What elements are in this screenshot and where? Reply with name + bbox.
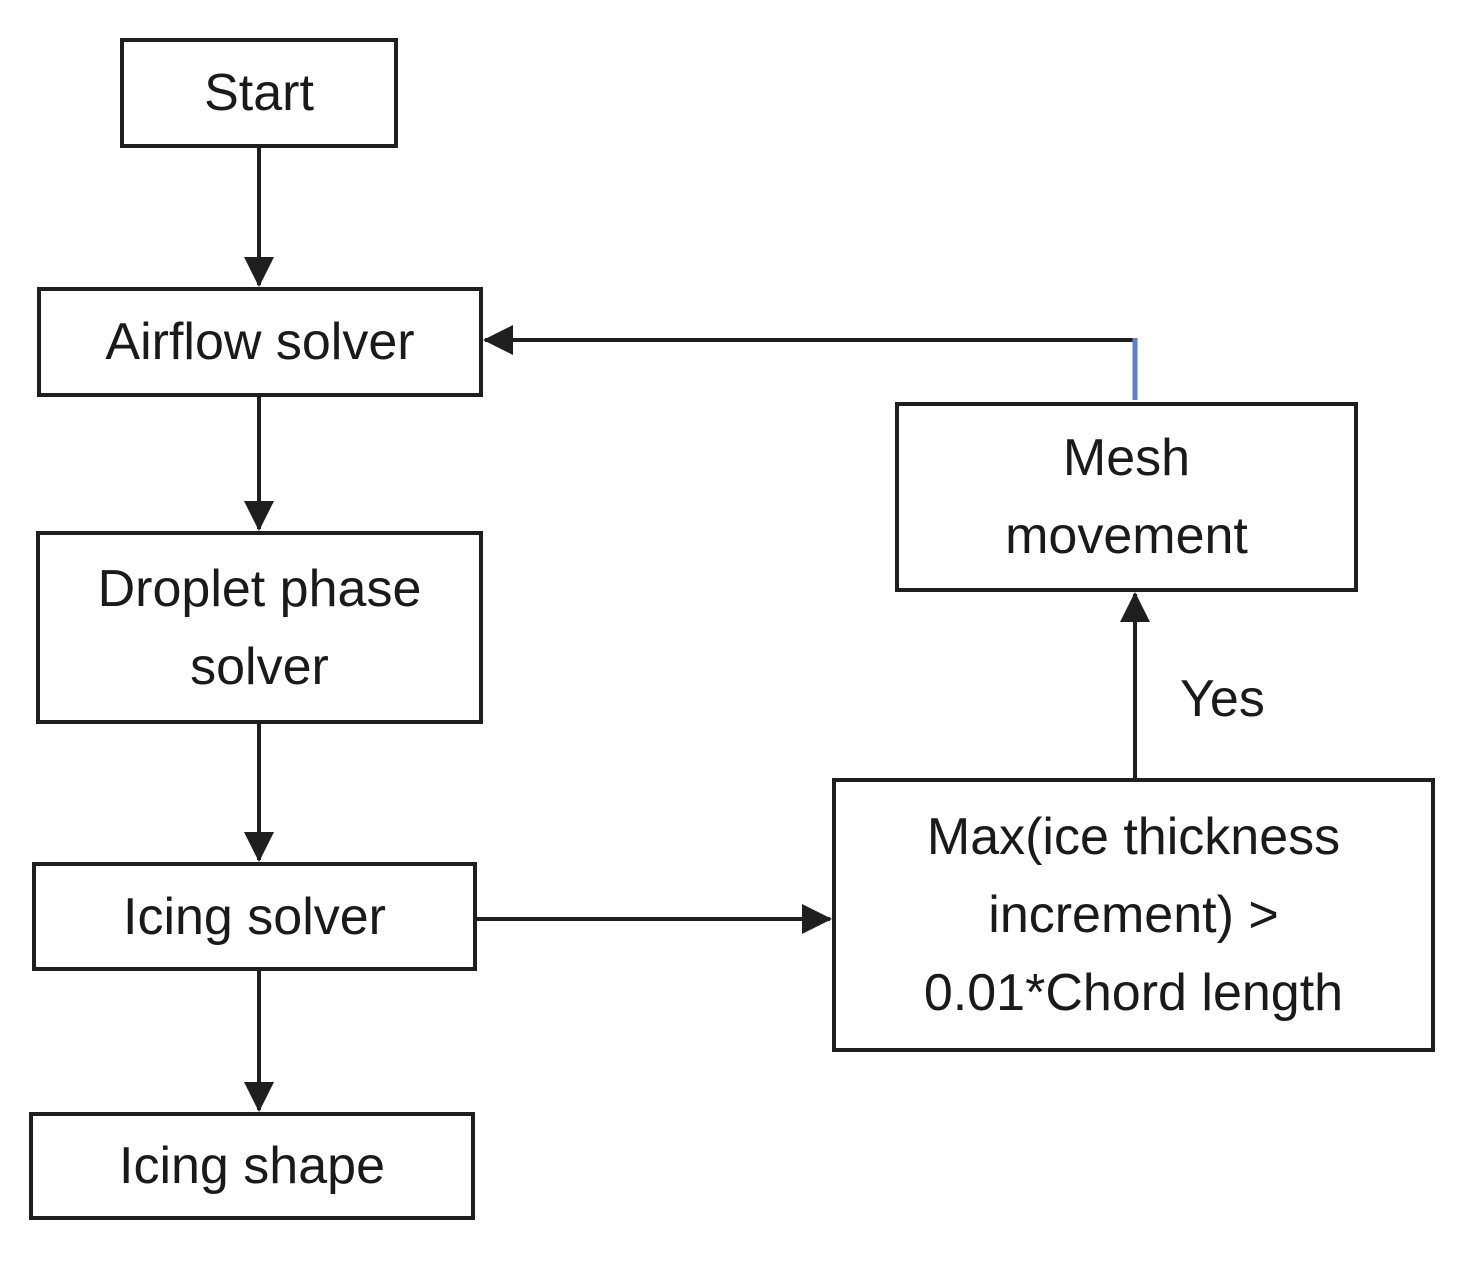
icing-shape-node-label: Icing shape — [119, 1137, 385, 1195]
droplet-phase-solver-node: Droplet phase solver — [36, 531, 483, 724]
start-node: Start — [120, 38, 398, 148]
yes-edge-label: Yes — [1180, 670, 1265, 728]
droplet-phase-solver-node-label: Droplet phase solver — [97, 559, 422, 696]
icing-solver-node-label: Icing solver — [123, 887, 386, 946]
decision-node-label: Max(ice thickness increment) > 0.01*Chor… — [923, 808, 1344, 1022]
mesh-movement-node: Mesh movement — [895, 402, 1358, 592]
airflow-solver-node-label: Airflow solver — [105, 313, 415, 371]
start-node-label: Start — [204, 64, 314, 122]
decision-node: Max(ice thickness increment) > 0.01*Chor… — [832, 778, 1435, 1052]
icing-shape-node: Icing shape — [29, 1112, 475, 1220]
airflow-solver-node: Airflow solver — [37, 287, 483, 397]
mesh-movement-node-label: Mesh movement — [1005, 429, 1248, 565]
icing-solver-node: Icing solver — [32, 862, 477, 971]
